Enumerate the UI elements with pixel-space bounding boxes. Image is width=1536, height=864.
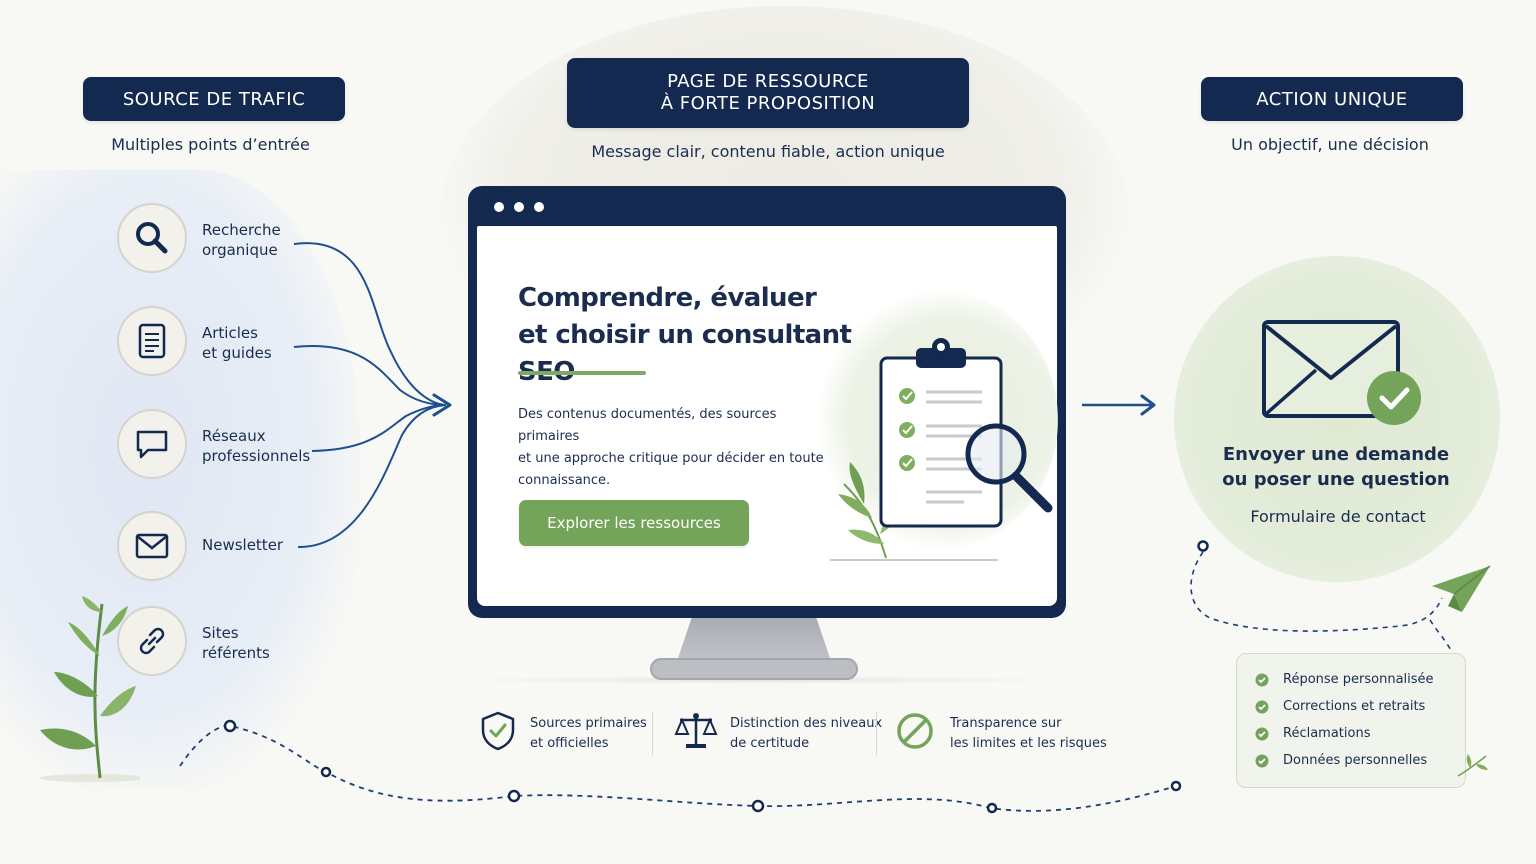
shield-check-icon bbox=[481, 711, 515, 751]
link-icon bbox=[139, 627, 165, 655]
articles-guides-label: Articles et guides bbox=[202, 324, 272, 362]
monitor-shadow bbox=[450, 676, 1070, 684]
prohibited-icon bbox=[897, 713, 933, 749]
traffic-source-header: SOURCE DE TRAFIC bbox=[83, 77, 345, 121]
resource-page-subtitle: Message clair, contenu fiable, action un… bbox=[591, 142, 945, 161]
transparency-feature: Transparence sur les limites et les risq… bbox=[950, 716, 1107, 751]
traffic-source-subtitle: Multiples points d’entrée bbox=[111, 135, 310, 154]
professional-networks-label: Réseaux professionnels bbox=[202, 427, 311, 465]
list-item: Données personnelles bbox=[1255, 747, 1465, 774]
left-background-wash bbox=[0, 170, 360, 790]
feature-divider bbox=[876, 712, 877, 756]
traffic-source-header-label: SOURCE DE TRAFIC bbox=[122, 88, 306, 110]
journey-dotted-path bbox=[179, 719, 1182, 814]
plant-icon bbox=[40, 596, 140, 782]
scales-icon bbox=[674, 713, 718, 748]
articles-guides-source bbox=[117, 306, 187, 376]
single-action-subtitle: Un objectif, une décision bbox=[1231, 135, 1429, 154]
resource-page-header-line2: À FORTE PROPOSITION bbox=[660, 93, 876, 114]
feature-divider bbox=[652, 712, 653, 756]
referring-sites-label: Sites référents bbox=[202, 624, 270, 662]
browser-dot bbox=[514, 202, 524, 212]
single-action-header-label: ACTION UNIQUE bbox=[1256, 88, 1408, 110]
clipboard-magnifier-icon bbox=[830, 338, 1053, 561]
list-item: Réponse personnalisée bbox=[1255, 666, 1465, 693]
contact-topics-checklist: Réponse personnalisée Corrections et ret… bbox=[1236, 653, 1466, 788]
contact-form-label: Formulaire de contact bbox=[1250, 507, 1426, 526]
contact-action-title: Envoyer une demande ou poser une questio… bbox=[1222, 444, 1450, 490]
browser-dot bbox=[494, 202, 504, 212]
browser-window-dots bbox=[494, 202, 544, 212]
arrow-right-icon bbox=[1082, 394, 1156, 416]
browser-dot bbox=[534, 202, 544, 212]
explore-resources-button[interactable]: Explorer les ressources bbox=[519, 500, 749, 546]
check-circle-icon bbox=[1255, 673, 1269, 686]
organic-search-label: Recherche organique bbox=[202, 221, 281, 259]
monitor-stand-neck bbox=[676, 618, 832, 664]
check-circle-icon bbox=[1255, 754, 1269, 767]
explore-resources-label: Explorer les ressources bbox=[547, 514, 721, 532]
search-icon bbox=[136, 222, 168, 254]
document-icon bbox=[138, 323, 166, 359]
envelope-check-icon bbox=[1262, 320, 1421, 425]
list-item: Corrections et retraits bbox=[1255, 693, 1465, 720]
paper-plane-path bbox=[1190, 540, 1491, 665]
check-circle-icon bbox=[1255, 727, 1269, 740]
headline-underline bbox=[518, 371, 646, 375]
check-circle-icon bbox=[1255, 700, 1269, 713]
chat-bubble-icon bbox=[136, 430, 168, 459]
resource-page-header: PAGE DE RESSOURCE À FORTE PROPOSITION bbox=[567, 58, 969, 128]
newsletter-source bbox=[117, 511, 187, 581]
newsletter-label: Newsletter bbox=[202, 536, 284, 554]
list-item: Réclamations bbox=[1255, 720, 1465, 747]
resource-page-header-line1: PAGE DE RESSOURCE bbox=[667, 71, 869, 92]
primary-sources-feature: Sources primaires et officielles bbox=[530, 716, 647, 751]
single-action-header: ACTION UNIQUE bbox=[1201, 77, 1463, 121]
certainty-levels-feature: Distinction des niveaux de certitude bbox=[730, 716, 883, 751]
professional-networks-source bbox=[117, 409, 187, 479]
monitor-stand-base bbox=[650, 658, 858, 680]
organic-search-source bbox=[117, 203, 187, 273]
sprig-icon bbox=[1457, 754, 1488, 777]
contact-action-circle bbox=[1174, 256, 1500, 582]
page-description: Des contenus documentés, des sources pri… bbox=[518, 407, 824, 488]
referring-sites-source bbox=[117, 606, 187, 676]
converging-arrows bbox=[293, 242, 452, 549]
mail-icon bbox=[135, 533, 169, 559]
